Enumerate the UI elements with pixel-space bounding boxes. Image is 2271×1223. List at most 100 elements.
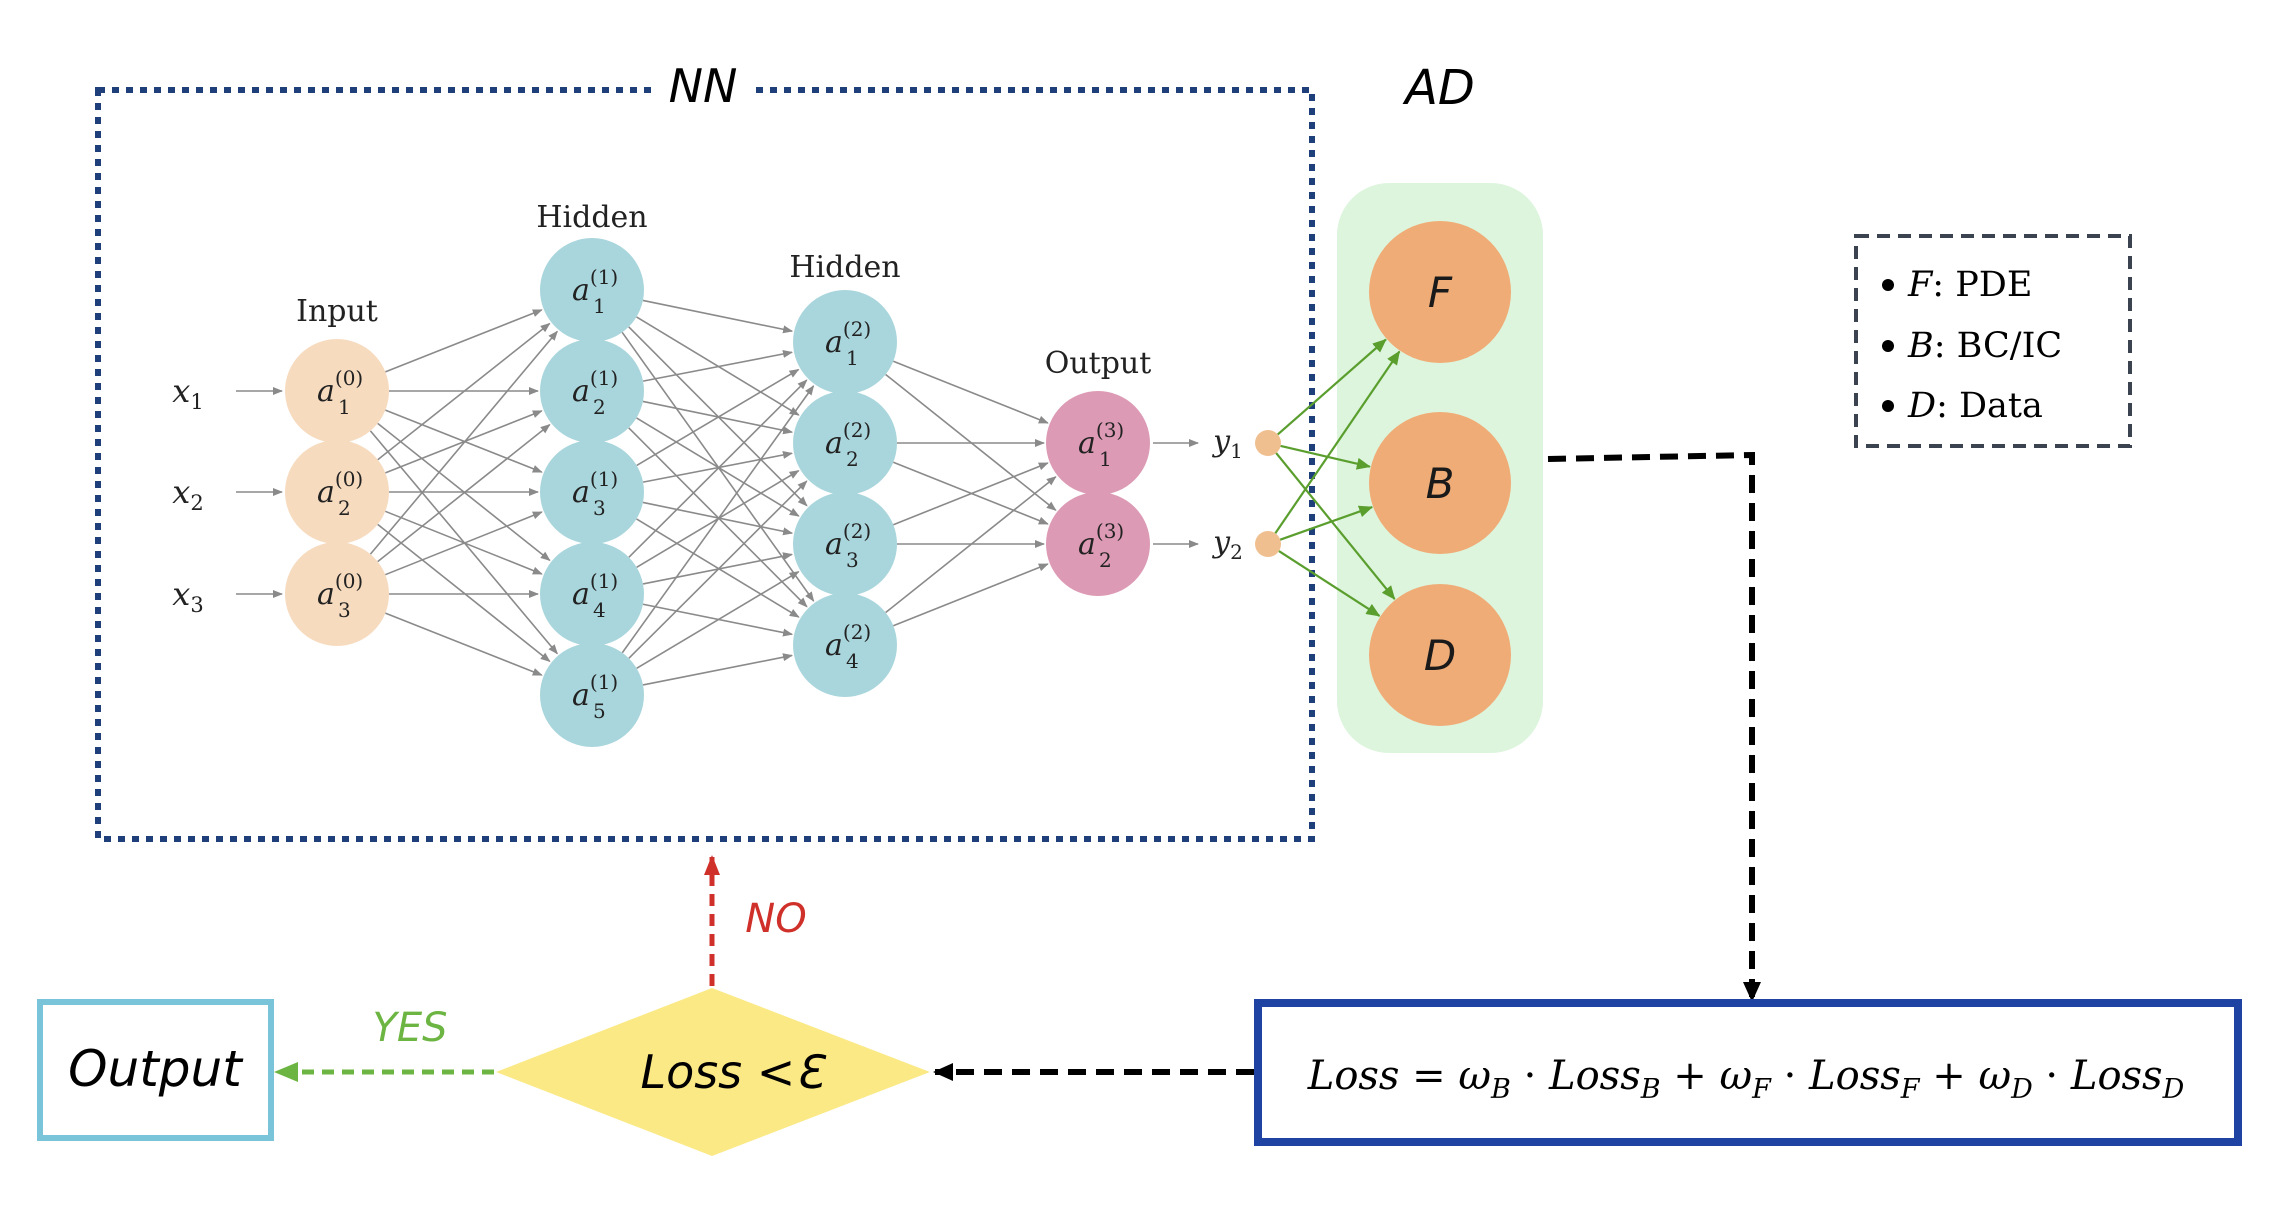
- loss-formula-box: [1254, 999, 2242, 1146]
- neuron: [540, 238, 644, 342]
- legend-bullet: [1882, 279, 1894, 291]
- neuron-label: a(1)3: [572, 467, 618, 520]
- ad-connection: [1277, 338, 1387, 436]
- no-label: NO: [745, 896, 806, 942]
- nn-connection: [636, 368, 800, 467]
- legend-text: B: BC/IC: [1907, 326, 2062, 366]
- ad-node-label: F: [1428, 268, 1453, 317]
- neuron: [285, 542, 389, 646]
- ad-connection: [1275, 452, 1396, 600]
- nn-box-label: NN: [669, 59, 738, 113]
- neuron: [793, 593, 897, 697]
- nn-connection: [642, 350, 793, 382]
- nn-connection: [377, 523, 551, 662]
- nn-neurons: x1 x2 x3 a(0)1 a(0)2 a(0)3 a(1)1 a(1)2 a(1)3 a(1)…: [172, 238, 1281, 747]
- neuron: [1046, 391, 1150, 495]
- neuron: [1046, 492, 1150, 596]
- neuron-label: a(1)4: [572, 569, 618, 622]
- nn-connection: [642, 501, 794, 536]
- neuron-label: a(0)3: [317, 569, 363, 622]
- legend-text: F: PDE: [1907, 265, 2032, 305]
- ad-node-label: D: [1424, 631, 1456, 680]
- neuron: [285, 440, 389, 544]
- output-label: y1: [1211, 424, 1243, 463]
- legend-box: [1854, 234, 2132, 448]
- input-label: x3: [172, 575, 203, 617]
- ad-nodes: F B D: [1369, 221, 1511, 726]
- output-label: y2: [1211, 525, 1243, 564]
- neuron: [540, 440, 644, 544]
- nn-connection: [885, 476, 1057, 614]
- ad-node: [1369, 412, 1511, 554]
- output-dot: [1255, 531, 1281, 557]
- ad-node: [1369, 221, 1511, 363]
- neuron-label: a(2)4: [825, 620, 871, 673]
- input-label: x1: [172, 372, 203, 414]
- nn-connection: [892, 360, 1049, 424]
- legend-bullet: [1882, 400, 1894, 412]
- nn-connection: [628, 379, 808, 558]
- neuron-label: a(2)2: [825, 418, 871, 471]
- neuron-label: a(1)1: [572, 265, 618, 318]
- ad-connection: [1278, 550, 1381, 617]
- neuron: [540, 339, 644, 443]
- ad-connection: [1279, 505, 1374, 541]
- nn-connection: [892, 462, 1049, 526]
- ad-label: AD: [1402, 60, 1475, 116]
- nn-connection: [642, 299, 794, 334]
- neuron: [793, 290, 897, 394]
- legend-item-data: D: Data: [1882, 386, 2043, 426]
- nn-connection: [892, 563, 1049, 627]
- input-label: x2: [172, 473, 203, 515]
- neuron-label: a(2)3: [825, 519, 871, 572]
- nn-connection: [377, 322, 551, 461]
- nn-connection: [642, 653, 794, 686]
- neuron: [793, 391, 897, 495]
- ad-connection: [1274, 350, 1401, 534]
- legend-text: D: Data: [1907, 386, 2043, 426]
- neuron: [540, 643, 644, 747]
- legend-item-bcic: B: BC/IC: [1882, 326, 2062, 366]
- neuron-label: a(0)2: [317, 467, 363, 520]
- layer-label-hidden-2: Hidden: [789, 250, 900, 285]
- layer-label-input: Input: [296, 294, 378, 329]
- neuron-label: a(2)1: [825, 317, 871, 370]
- output-box: [37, 999, 274, 1141]
- layer-label-hidden-1: Hidden: [536, 200, 647, 235]
- nn-label-bg: [652, 62, 754, 118]
- nn-connection: [369, 330, 558, 555]
- legend-item-pde: F: PDE: [1882, 265, 2032, 305]
- neuron: [540, 542, 644, 646]
- decision-diamond: [496, 988, 930, 1156]
- nn-connections: [236, 299, 1199, 686]
- nn-connection: [642, 451, 793, 483]
- nn-connection: [384, 511, 543, 576]
- neuron: [793, 492, 897, 596]
- nn-connection: [621, 385, 815, 654]
- neuron-label: a(0)1: [317, 366, 363, 419]
- nn-connection: [385, 309, 543, 373]
- layer-label-output: Output: [1045, 346, 1152, 381]
- nn-connection: [636, 570, 800, 670]
- nn-connection: [377, 424, 551, 563]
- nn-connection: [628, 480, 808, 659]
- output-dot: [1255, 430, 1281, 456]
- nn-connection: [385, 612, 543, 676]
- ad-to-loss-connector: [1547, 451, 1761, 1002]
- output-box-label: Output: [68, 1040, 244, 1098]
- neuron-label: a(1)5: [572, 670, 618, 723]
- legend-bullet: [1882, 340, 1894, 352]
- ad-connections: [1274, 338, 1401, 617]
- decision-label: Loss <ℇ: [640, 1045, 827, 1099]
- loss-formula: Loss = ωB · LossB + ωF · LossF + ωD · Lo…: [1307, 1053, 2185, 1105]
- ad-node-label: B: [1426, 459, 1455, 508]
- neuron-label: a(1)2: [572, 366, 618, 419]
- nn-connection: [636, 518, 800, 618]
- ad-node: [1369, 584, 1511, 726]
- yes-label: YES: [372, 1005, 447, 1051]
- ad-connection: [1280, 444, 1371, 470]
- neuron-label: a(3)2: [1078, 519, 1124, 572]
- neuron: [285, 339, 389, 443]
